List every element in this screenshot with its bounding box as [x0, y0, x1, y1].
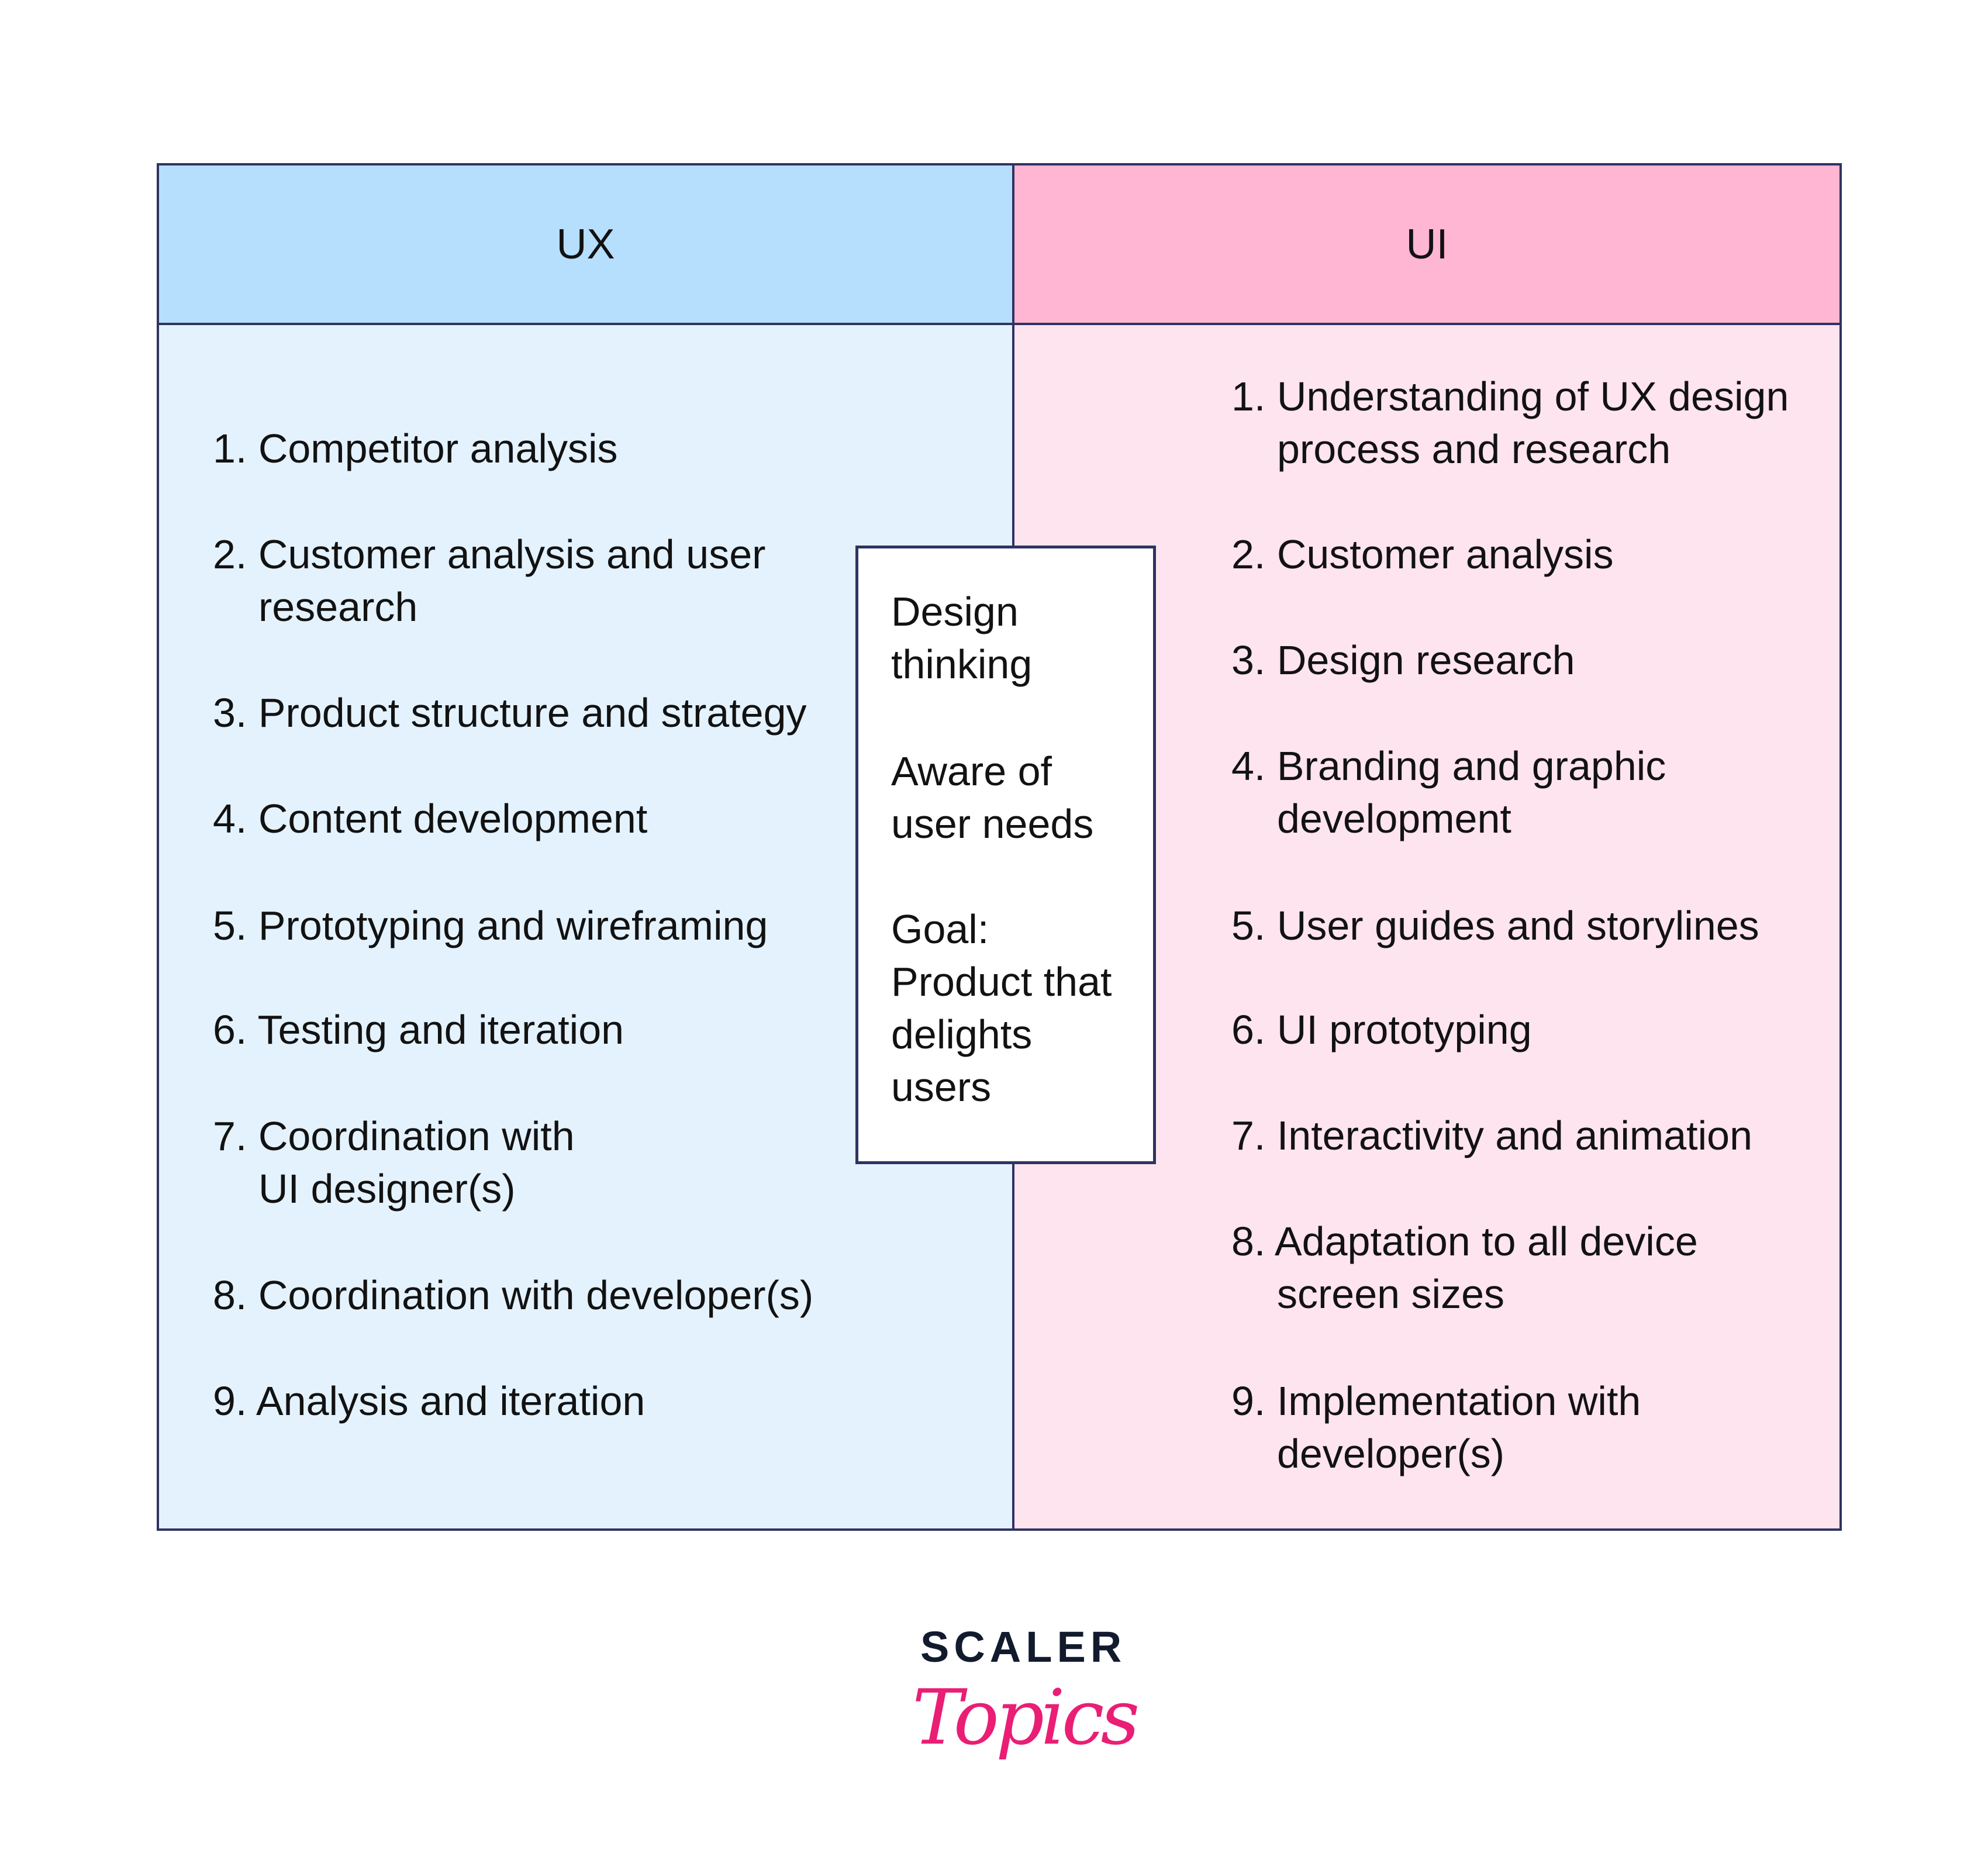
ux-header: UX	[157, 163, 1014, 325]
ui-list-item: 4. Branding and graphic development	[1231, 743, 1666, 841]
ux-list-item: 6. Testing and iteration	[213, 1007, 624, 1052]
overlap-item: Goal: Product that delights users	[891, 906, 1112, 1110]
overlap-box	[855, 546, 1156, 1164]
scaler-topics-logo: SCALER Topics	[912, 1626, 1140, 1778]
overlap-item: Design thinking	[891, 589, 1033, 687]
ui-list-item: 6. UI prototyping	[1231, 1007, 1532, 1052]
ux-list-item: 8. Coordination with developer(s)	[213, 1272, 814, 1318]
ux-list-item: 3. Product structure and strategy	[213, 690, 807, 736]
ui-list-item: 3. Design research	[1231, 637, 1575, 683]
ux-list-item: 5. Prototyping and wireframing	[213, 903, 768, 948]
ux-list-item: 9. Analysis and iteration	[213, 1378, 646, 1424]
ui-title: UI	[1406, 220, 1448, 268]
ux-list-item: 1. Competitor analysis	[213, 426, 618, 471]
ui-list-item: 8. Adaptation to all device screen sizes	[1231, 1219, 1698, 1317]
ui-list-item: 9. Implementation with developer(s)	[1231, 1378, 1641, 1476]
ui-list-item: 1. Understanding of UX design process an…	[1231, 374, 1789, 472]
logo-topics-text: Topics	[912, 1673, 1140, 1762]
ui-header: UI	[1012, 163, 1842, 325]
ux-list-item: 7. Coordination with UI designer(s)	[213, 1113, 575, 1212]
ux-list-item: 4. Content development	[213, 796, 648, 841]
ux-title: UX	[556, 220, 615, 268]
ui-list-item: 2. Customer analysis	[1231, 532, 1614, 577]
overlap-item: Aware of user needs	[891, 748, 1094, 847]
ui-list-item: 7. Interactivity and animation	[1231, 1113, 1753, 1158]
logo-scaler-text: SCALER	[920, 1623, 1127, 1671]
ux-list-item: 2. Customer analysis and user research	[213, 532, 766, 630]
ui-list-item: 5. User guides and storylines	[1231, 903, 1759, 948]
